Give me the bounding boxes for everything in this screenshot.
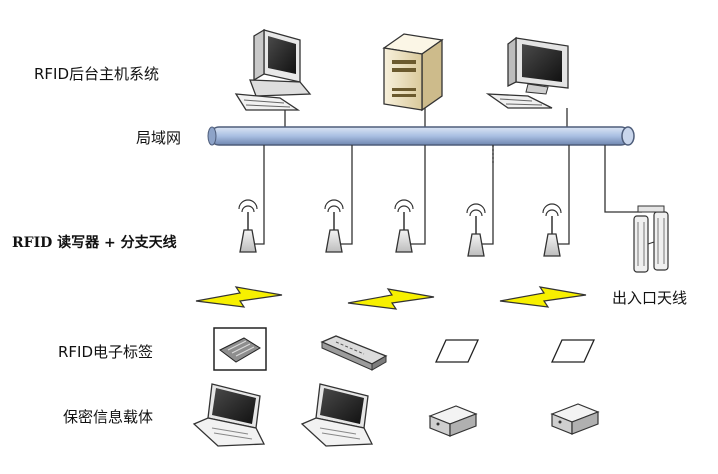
reader-links [254,145,642,245]
server-tower-icon [382,33,444,112]
monitor-computer-icon [485,36,569,109]
link-reader-5 [556,145,570,245]
rfid-reader-antenna-icon [394,199,414,253]
link-reader-4 [480,145,494,245]
desktop-computer-icon [234,28,312,111]
rfid-reader-antenna-icon [238,199,258,253]
rfid-tag-icon [320,335,388,371]
link-reader-1 [254,145,265,245]
laptop-icon [192,383,266,447]
rfid-reader-antenna-icon [542,203,562,257]
label-gate-antenna: 出入口天线 [612,289,688,307]
label-carriers: 保密信息载体 [63,408,154,426]
wireless-signal-icon [195,286,283,308]
link-reader-2 [338,145,353,245]
label-reader-antenna: RFID 读写器 + 分支天线 [12,235,177,251]
network-bus-icon [207,126,635,146]
external-drive-icon [550,403,600,435]
rfid-tag-icon [213,327,267,371]
rfid-tag-icon [434,339,480,363]
rfid-tag-icon [550,339,596,363]
rfid-reader-antenna-icon [324,199,344,253]
laptop-icon [300,383,374,447]
gate-antenna-icon [633,205,669,273]
label-lan: 局域网 [136,129,182,147]
wireless-signal-icon [499,286,587,308]
label-host-system: RFID后台主机系统 [34,65,160,83]
external-drive-icon [428,405,478,437]
link-reader-3 [410,145,426,245]
rfid-reader-antenna-icon [466,203,486,257]
link-gate [604,145,642,213]
label-tags: RFID电子标签 [58,343,154,361]
wireless-signal-icon [347,288,435,310]
